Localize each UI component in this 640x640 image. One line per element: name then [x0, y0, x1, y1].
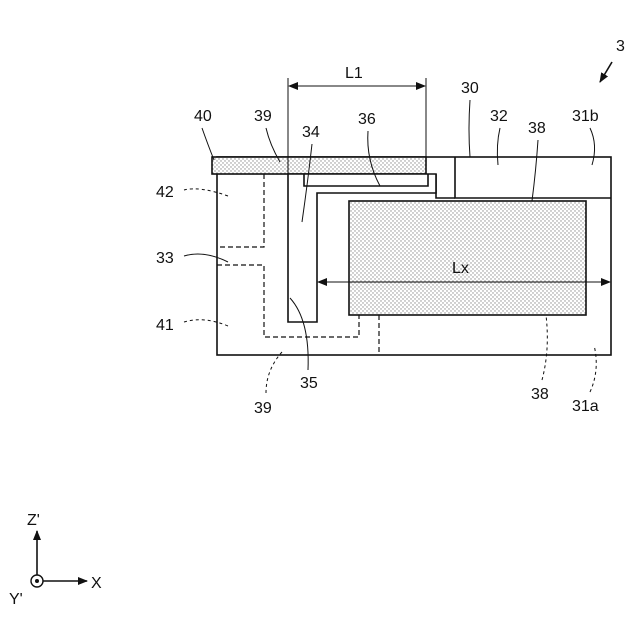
ref-39-top: 39 — [254, 108, 272, 125]
ref-33: 33 — [156, 250, 174, 267]
pad-38 — [349, 201, 586, 315]
ref-39-bottom: 39 — [254, 400, 272, 417]
leader-42 — [184, 189, 228, 196]
dimension-l1-label: L1 — [345, 65, 363, 82]
ref-31a: 31a — [572, 398, 599, 415]
dimension-lx-label: Lx — [452, 260, 469, 277]
ref-38-bottom: 38 — [531, 386, 549, 403]
ref-32: 32 — [490, 108, 508, 125]
ref-42: 42 — [156, 184, 174, 201]
leader-41 — [184, 320, 228, 326]
ref-34: 34 — [302, 124, 320, 141]
ref-30: 30 — [461, 80, 479, 97]
ref-31b: 31b — [572, 108, 599, 125]
ref-38-top: 38 — [528, 120, 546, 137]
leader-39-bottom — [266, 352, 282, 393]
ref-40: 40 — [194, 108, 212, 125]
leader-40 — [202, 128, 214, 160]
y-axis-label: Y' — [9, 591, 23, 608]
leader-31a — [590, 345, 596, 392]
strip-40 — [212, 157, 426, 174]
z-axis-label: Z' — [27, 512, 40, 529]
ref-35: 35 — [300, 375, 318, 392]
ref-36: 36 — [358, 111, 376, 128]
figure-number: 3 — [616, 38, 625, 55]
leader-38-top — [532, 140, 538, 201]
y-axis-dot — [35, 579, 39, 583]
leader-31b — [590, 128, 595, 165]
figure-indicator-arrow — [600, 62, 612, 82]
conductor-32-step — [436, 174, 455, 198]
ref-41: 41 — [156, 317, 174, 334]
leader-32 — [497, 128, 500, 165]
x-axis-label: X — [91, 575, 102, 592]
leader-33 — [184, 254, 228, 262]
leader-38-bottom — [542, 315, 547, 380]
leader-30 — [469, 100, 470, 157]
